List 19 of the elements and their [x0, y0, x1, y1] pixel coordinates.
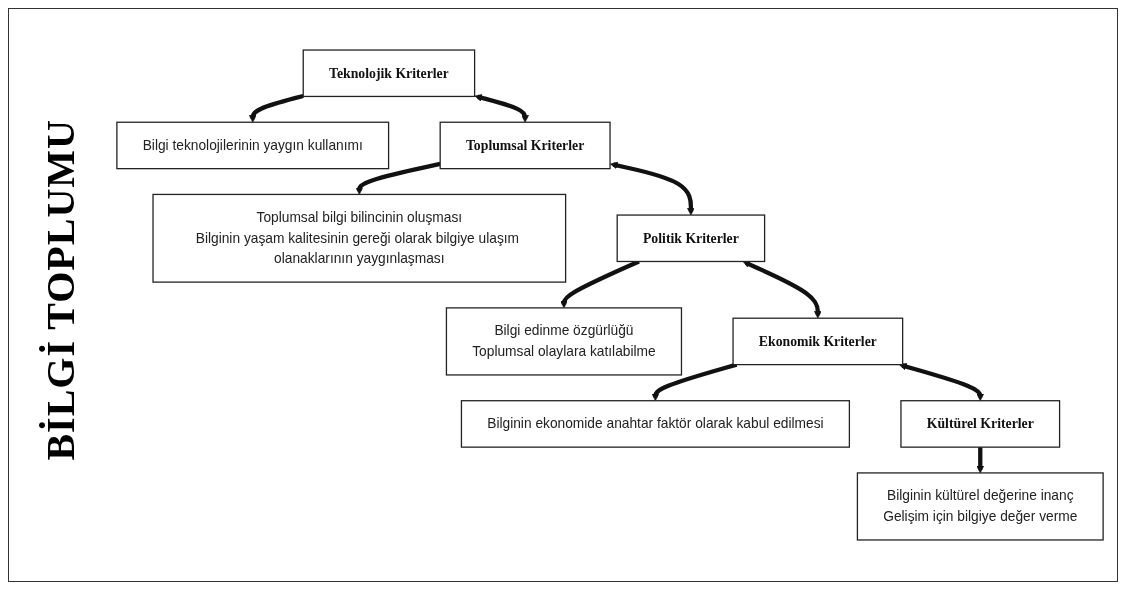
arrow — [899, 362, 985, 402]
arrow — [651, 362, 738, 402]
title: BİLGİ TOPLUMU — [36, 119, 84, 461]
node-box: Teknolojik Kriterler — [302, 49, 476, 98]
arrow — [474, 94, 529, 123]
node-box: Politik Kriterler — [616, 214, 766, 263]
arrow — [610, 161, 695, 216]
arrow — [355, 161, 441, 195]
node-box: Bilginin kültürel değerine inanç Gelişim için bilgiye değer verme — [856, 472, 1104, 541]
node-box: Kültürel Kriterler — [900, 400, 1061, 448]
node-box: Bilgi edinme özgürlüğü Toplumsal olaylara katılabilme — [445, 307, 683, 376]
node-box: Bilgi teknolojilerinin yaygın kullanımı — [116, 121, 390, 170]
arrow — [742, 260, 822, 319]
arrow — [248, 93, 304, 123]
node-box: Bilginin ekonomide anahtar faktör olarak kabul edilmesi — [460, 400, 851, 448]
node-box: Ekonomik Kriterler — [732, 317, 904, 366]
node-box: Toplumsal Kriterler — [439, 121, 611, 170]
node-box: Toplumsal bilgi bilincinin oluşması Bilginin yaşam kalitesinin gereği olarak bilgiye ulaşım olanaklarının yaygınlaşması — [152, 193, 567, 283]
arrow — [976, 447, 985, 474]
